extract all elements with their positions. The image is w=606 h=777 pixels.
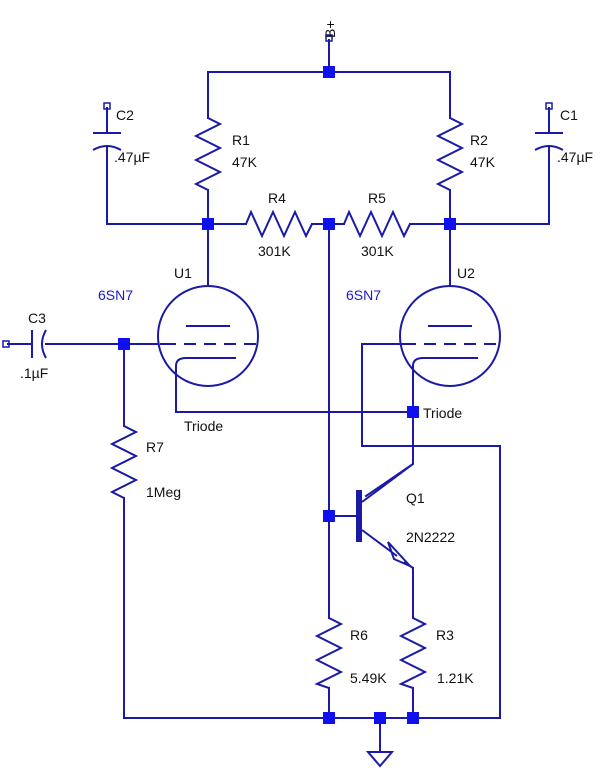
resistor-r4: R4 301K — [245, 190, 313, 259]
transistor-q1: Q1 2N2222 — [356, 463, 455, 569]
r7-ref: R7 — [146, 439, 164, 455]
r3-value: 1.21K — [437, 670, 474, 686]
r2-ref: R2 — [470, 132, 488, 148]
resistor-r2: R2 47K — [435, 117, 496, 191]
r1-ref: R1 — [232, 132, 250, 148]
r5-ref: R5 — [368, 190, 386, 206]
u2-type: Triode — [423, 405, 462, 421]
u1-ref: U1 — [174, 265, 192, 281]
q1-ref: Q1 — [406, 490, 425, 506]
r4-value: 301K — [258, 243, 291, 259]
capacitor-c1: C1 .47µF — [534, 102, 593, 165]
triode-u2: U2 6SN7 Triode — [346, 265, 501, 421]
c3-ref: C3 — [28, 310, 46, 326]
resistor-r7: R7 1Meg — [109, 425, 181, 500]
u1-model: 6SN7 — [98, 287, 133, 303]
r7-value: 1Meg — [146, 484, 181, 500]
capacitor-c2: C2 .47µF — [92, 102, 150, 165]
u1-type: Triode — [184, 418, 223, 434]
resistor-r3: R3 1.21K — [398, 617, 474, 689]
wires — [7, 39, 550, 753]
supply-b-plus: B+ — [322, 20, 338, 42]
supply-label: B+ — [322, 20, 338, 38]
c2-ref: C2 — [116, 107, 134, 123]
c1-value: .47µF — [557, 149, 593, 165]
c1-ref: C1 — [560, 107, 578, 123]
junction-nodes — [118, 66, 456, 724]
u2-ref: U2 — [457, 265, 475, 281]
r2-value: 47K — [470, 154, 496, 170]
triode-u1: U1 6SN7 Triode — [98, 265, 259, 434]
resistor-r6: R6 5.49K — [314, 617, 387, 689]
resistor-r1: R1 47K — [193, 117, 258, 191]
c3-value: .1µF — [20, 365, 48, 381]
r6-value: 5.49K — [350, 670, 387, 686]
capacitor-c3: C3 .1µF — [2, 310, 48, 381]
r1-value: 47K — [232, 154, 258, 170]
ground-symbol — [365, 751, 395, 768]
u2-model: 6SN7 — [346, 287, 381, 303]
q1-model: 2N2222 — [406, 529, 455, 545]
r5-value: 301K — [361, 243, 394, 259]
r3-ref: R3 — [436, 627, 454, 643]
c2-value: .47µF — [114, 149, 150, 165]
resistor-r5: R5 301K — [343, 190, 411, 259]
r4-ref: R4 — [268, 190, 286, 206]
r6-ref: R6 — [350, 627, 368, 643]
